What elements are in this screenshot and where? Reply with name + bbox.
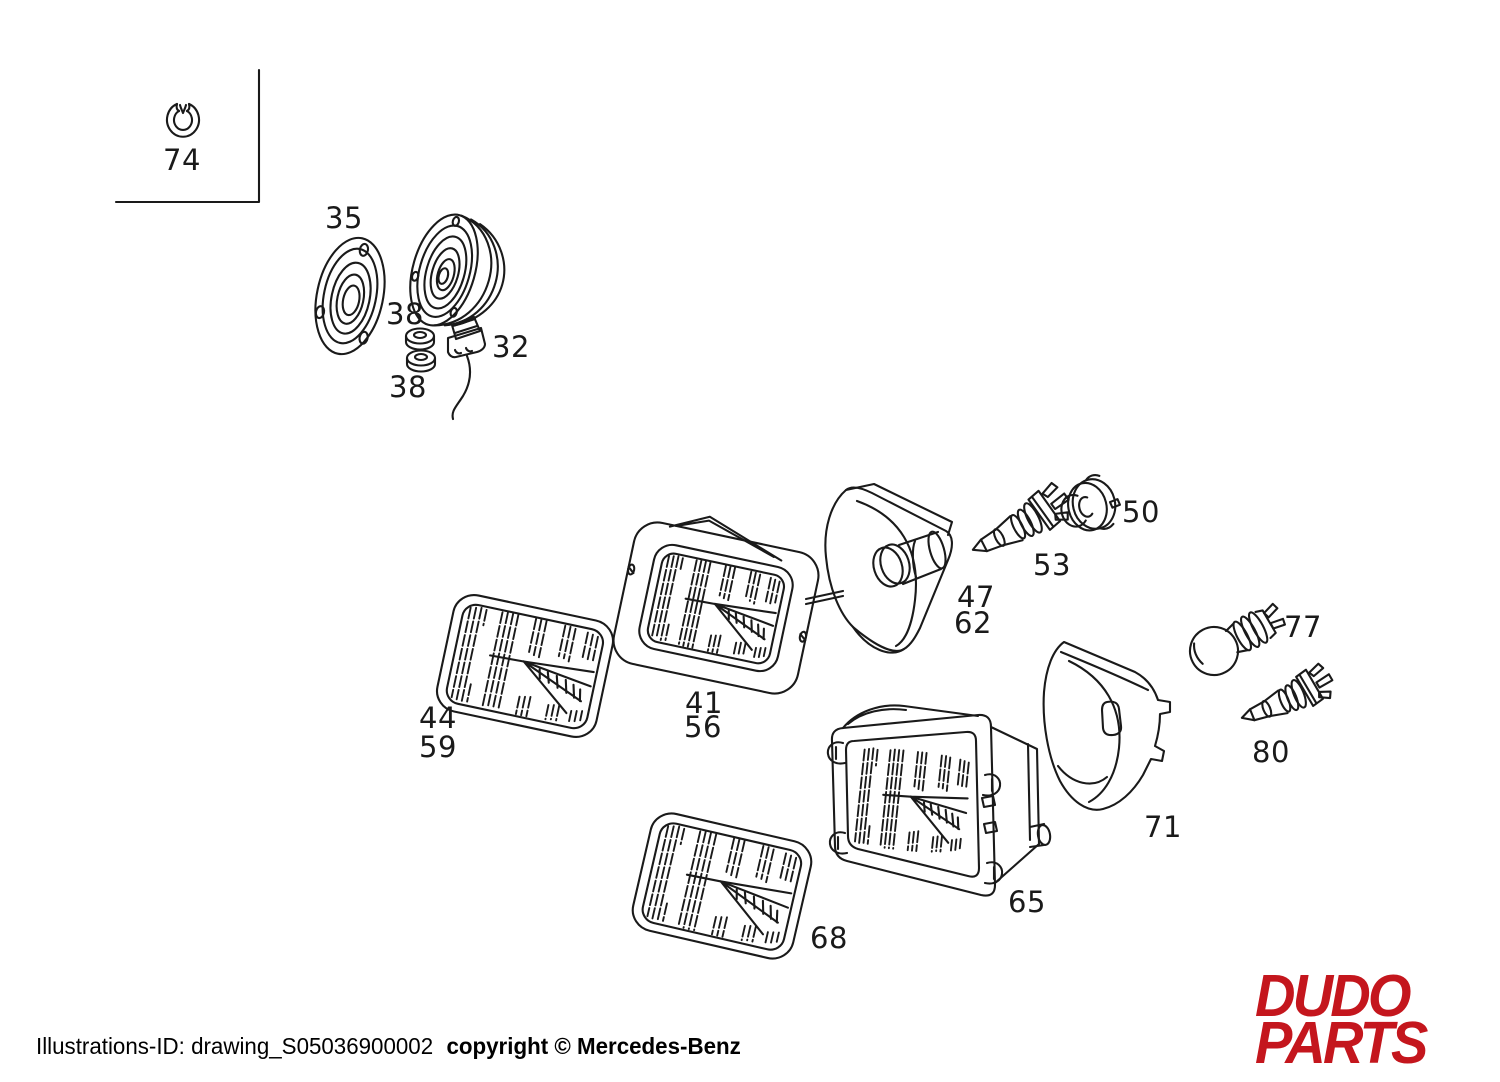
callout-53: 53: [1033, 548, 1071, 582]
adjuster-rod: [806, 591, 843, 604]
copyright-text: copyright © Mercedes-Benz: [446, 1033, 741, 1059]
callout-77: 77: [1284, 610, 1322, 644]
callout-56: 56: [684, 710, 722, 744]
callout-35: 35: [325, 201, 363, 235]
footer: Illustrations-ID: drawing_S05036900002 co…: [36, 1033, 741, 1060]
grommet-38-upper: [406, 329, 434, 350]
logo-line2: PARTS: [1255, 1010, 1428, 1076]
callout-38-upper: 38: [386, 297, 424, 331]
callout-71: 71: [1144, 810, 1182, 844]
callout-65: 65: [1008, 885, 1046, 919]
section-bracket: [116, 70, 259, 202]
callout-32: 32: [492, 330, 530, 364]
lamp-collar: [448, 328, 485, 357]
lens-unit-41-56: [609, 502, 826, 698]
bulb-77: [1182, 594, 1293, 683]
illustrations-id-text: Illustrations-ID: drawing_S05036900002: [36, 1033, 434, 1059]
callout-80: 80: [1252, 735, 1290, 769]
reflector-housing-47-62: [806, 484, 952, 653]
round-lamp-32: [398, 207, 517, 419]
callout-44: 44: [419, 701, 457, 735]
callout-47: 47: [957, 580, 995, 614]
callout-68: 68: [810, 921, 848, 955]
callout-74: 74: [163, 143, 201, 177]
bulb-socket-opening: [869, 530, 949, 591]
lamp-socket: [452, 317, 480, 339]
callout-50: 50: [1122, 495, 1160, 529]
adjuster-knob: [1030, 824, 1052, 847]
callout-38-lower: 38: [389, 370, 427, 404]
callout-62: 62: [954, 606, 992, 640]
callout-41: 41: [685, 686, 723, 720]
callout-labels: 74 35 38 38 32 44 59 41 56 47 62 53 50 7…: [163, 143, 1322, 955]
lens-68: [627, 808, 817, 964]
gasket-35: [305, 231, 394, 360]
bulb-80: [1232, 660, 1340, 734]
retaining-clip-74: [167, 104, 199, 137]
grommet-38-lower: [407, 351, 435, 372]
dudo-parts-logo: DUDO PARTS: [1255, 963, 1428, 1076]
socket-hole: [1102, 702, 1121, 735]
logo-line1: DUDO: [1255, 963, 1411, 1029]
headlamp-unit-65: [826, 705, 1052, 895]
reflector-housing-71: [1044, 642, 1170, 810]
lamp-cable: [453, 356, 470, 419]
lens-44-59: [432, 589, 618, 743]
retaining-ring-50: [1055, 471, 1125, 538]
callout-59: 59: [419, 730, 457, 764]
